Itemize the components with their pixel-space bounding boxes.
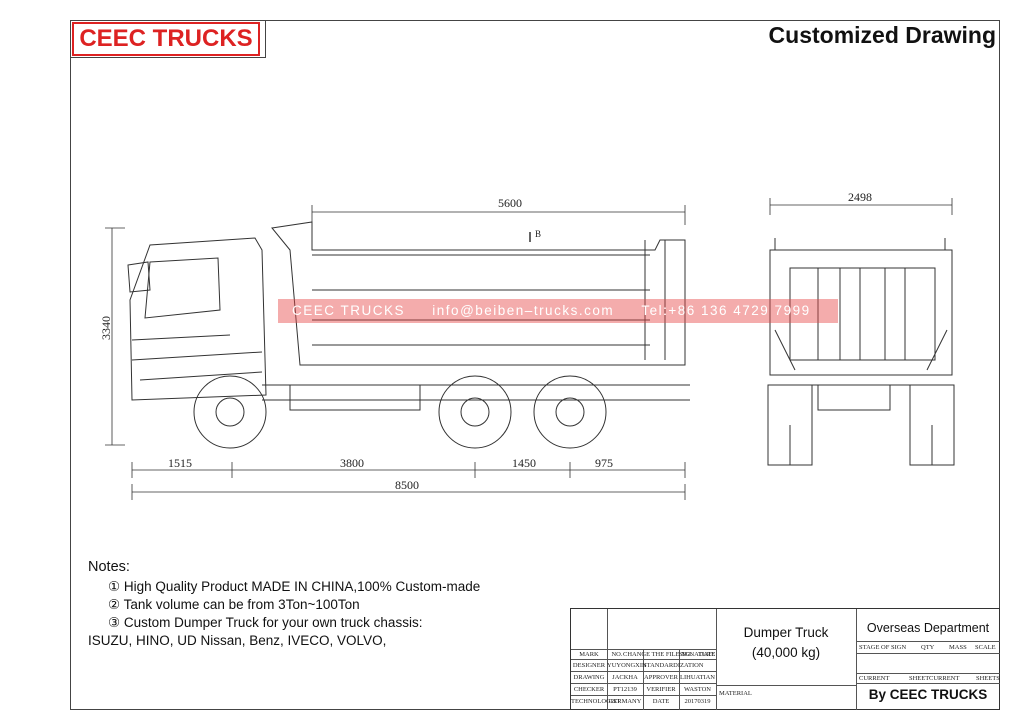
tb-mass: MASS xyxy=(949,644,967,651)
front-wheel xyxy=(193,375,267,449)
dim-rear-overhang: 975 xyxy=(595,456,613,470)
tb-stage: STAGE OF SIGN xyxy=(859,644,907,651)
tb-material: MATERIAL xyxy=(719,690,752,697)
brand-logo: CEEC TRUCKS xyxy=(72,22,260,56)
title-block: MARK NO. CHANGE THE FILE NO. SIGNATURE D… xyxy=(570,608,1000,710)
tb-tech-name: GERMANY xyxy=(608,698,642,705)
dump-body xyxy=(271,221,686,366)
tb-current2: CURRENT xyxy=(929,675,960,682)
page-title: Customized Drawing xyxy=(768,22,996,48)
tb-drawing-name: JACKHA xyxy=(612,674,638,681)
wm-tel: Tel:+86 136 4729 7999 xyxy=(641,303,811,318)
tb-technologist: TECHNOLOGIST xyxy=(571,698,621,705)
tb-sheets: SHEETS xyxy=(976,675,1000,682)
dim-body-length: 5600 xyxy=(498,196,522,210)
b-mark: B xyxy=(535,229,541,239)
by-brand: By CEEC TRUCKS xyxy=(868,687,988,702)
dim-overall-length: 8500 xyxy=(395,478,419,492)
tb-verifier: VERIFIER xyxy=(646,686,676,693)
dim-width: 2498 xyxy=(848,190,872,204)
tb-date-label: DATE xyxy=(652,698,670,705)
tb-designer-name: YUYONGXIN xyxy=(607,662,647,669)
product-weight: (40,000 kg) xyxy=(751,645,821,660)
tb-date-value: 20170319 xyxy=(684,698,711,705)
brand-box xyxy=(70,20,266,58)
tb-checker: CHECKER xyxy=(573,686,605,693)
tb-no: NO. xyxy=(611,651,623,658)
notes-section: Notes: ① High Quality Product MADE IN CH… xyxy=(88,558,480,650)
tb-sheet: SHEET xyxy=(909,675,930,682)
tb-checker-name: PT12139 xyxy=(613,686,637,693)
dim-axle-spacing: 1450 xyxy=(512,456,536,470)
rear-body xyxy=(769,249,953,376)
middle-wheel xyxy=(438,375,512,449)
rear-wheel xyxy=(533,375,607,449)
note-item-2: ② Tank volume can be from 3Ton~100Ton xyxy=(108,597,360,612)
note-item-3: ③ Custom Dumper Truck for your own truck… xyxy=(108,615,423,630)
tb-verifier-name: WASTON xyxy=(684,686,711,693)
department: Overseas Department xyxy=(866,621,990,635)
tb-approver-name: LIHUATIAN xyxy=(679,674,716,681)
tb-signature: SIGNATURE xyxy=(679,651,716,658)
tb-date-h: DATE xyxy=(698,651,716,658)
dim-wheelbase: 3800 xyxy=(340,456,364,470)
wm-brand: CEEC TRUCKS xyxy=(292,303,406,318)
tb-mark: MARK xyxy=(579,651,599,658)
drawing-frame xyxy=(70,20,1000,710)
tb-qty: QTY xyxy=(921,644,935,651)
watermark-band: CEEC TRUCKS info@beiben–trucks.com Tel:+… xyxy=(278,299,838,323)
tb-current: CURRENT xyxy=(859,675,890,682)
product-name: Dumper Truck xyxy=(743,625,829,640)
cab-outline xyxy=(129,237,267,401)
note-item-1: ① High Quality Product MADE IN CHINA,100… xyxy=(108,579,481,594)
note-continuation: ISUZU, HINO, UD Nissan, Benz, IVECO, VOL… xyxy=(88,633,387,648)
wm-email[interactable]: info@beiben–trucks.com xyxy=(432,303,615,318)
tb-standard: STANDARDIZATION xyxy=(643,662,704,669)
chassis-frame xyxy=(262,384,690,401)
tb-scale: SCALE xyxy=(975,644,996,651)
notes-heading: Notes: xyxy=(88,559,130,575)
tb-change: CHANGE THE FILE NO. xyxy=(623,651,693,658)
dim-front-overhang: 1515 xyxy=(168,456,192,470)
tb-designer: DESIGNER xyxy=(572,662,606,669)
tb-drawing: DRAWING xyxy=(573,674,605,681)
tb-approver: APPROVER xyxy=(644,674,678,681)
dim-height: 3340 xyxy=(99,316,113,340)
